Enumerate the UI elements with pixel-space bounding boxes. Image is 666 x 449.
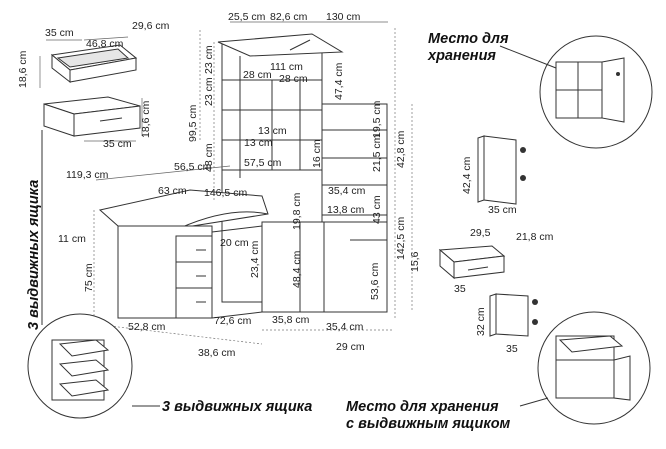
dim-42-4: 42,4 cm	[461, 156, 473, 194]
desk-body	[98, 33, 388, 319]
dim-20: 20 cm	[220, 237, 249, 249]
dim-130: 130 cm	[326, 11, 361, 23]
dim-56-5: 56,5 cm	[174, 161, 212, 173]
dim-11: 11 cm	[58, 233, 86, 245]
storage-label-line1: Место для	[428, 31, 509, 47]
dim-18-6-b: 18,6 cm	[140, 100, 152, 138]
dim-111: 111 cm	[270, 61, 303, 73]
small-drawer	[438, 245, 506, 280]
dim-35-mid: 35 cm	[103, 138, 132, 150]
dim-53-6: 53,6 cm	[369, 262, 381, 300]
drawer-box-top	[50, 44, 138, 84]
dim-142-5: 142,5 cm	[395, 217, 407, 260]
dim-21-8: 21,8 cm	[516, 231, 554, 243]
door-panel	[477, 135, 526, 205]
storage-with-drawer-label-line1: Место для хранения	[346, 399, 499, 415]
storage-with-drawer-callout	[537, 311, 651, 425]
dim-29-5: 29,5	[470, 227, 491, 239]
dim-38-6: 38,6 cm	[198, 347, 236, 359]
dim-35-top: 35 cm	[45, 27, 74, 39]
dim-28-a: 28 cm	[243, 69, 272, 81]
dim-35-door: 35 cm	[488, 204, 517, 216]
dim-29: 29 cm	[336, 341, 365, 353]
dim-35-bottom: 35	[506, 343, 518, 355]
small-door-panel	[489, 293, 538, 337]
dim-35-4-b: 35,4 cm	[326, 321, 364, 333]
three-drawers-callout	[27, 313, 133, 419]
dim-47-4: 47,4 cm	[333, 62, 345, 100]
storage-with-drawer-label-line2: с выдвижным ящиком	[346, 416, 511, 432]
dim-29-6: 29,6 cm	[132, 20, 170, 32]
dim-35-8: 35,8 cm	[272, 314, 310, 326]
dim-119-3: 119,3 cm	[66, 169, 109, 181]
three-drawers-label: 3 выдвижных ящика	[162, 399, 312, 415]
dim-23-b: 23 cm	[203, 77, 215, 106]
storage-callout-top	[539, 35, 653, 149]
dim-19-8: 19,8 cm	[291, 192, 303, 230]
dim-75: 75 cm	[83, 263, 95, 292]
dim-63: 63 cm	[158, 185, 187, 197]
dim-52-8: 52,8 cm	[128, 321, 166, 333]
dim-25-5: 25,5 cm	[228, 11, 266, 23]
dim-48: 48 cm	[203, 143, 215, 172]
dim-43: 43 cm	[371, 195, 383, 224]
dim-13-8: 13,8 cm	[327, 204, 365, 216]
dim-57-5: 57,5 cm	[244, 157, 282, 169]
dim-46-8: 46,8 cm	[86, 38, 124, 50]
dim-13-b: 13 cm	[244, 137, 273, 149]
dim-18-6-a: 18,6 cm	[17, 50, 29, 88]
dim-35-4-a: 35,4 cm	[328, 185, 366, 197]
dim-146-5: 146,5 cm	[204, 187, 247, 199]
dim-82-6: 82,6 cm	[270, 11, 308, 23]
dim-35-drawer: 35	[454, 283, 466, 295]
dim-19-5: 19,5 cm	[371, 100, 383, 138]
storage-label-line2: хранения	[427, 48, 496, 64]
drawer-box-mid	[43, 96, 141, 137]
dim-21-5: 21,5 cm	[371, 134, 383, 172]
dim-15-6: 15,6	[409, 251, 421, 272]
dim-28-b: 28 cm	[279, 73, 308, 85]
dim-72-6: 72,6 cm	[214, 315, 252, 327]
dim-32: 32 cm	[475, 307, 487, 336]
dim-42-8: 42,8 cm	[395, 130, 407, 168]
dim-23-4: 23,4 cm	[249, 240, 261, 278]
dim-99-5: 99,5 cm	[187, 104, 199, 142]
dim-48-4: 48,4 cm	[291, 250, 303, 288]
dim-13-a: 13 cm	[258, 125, 287, 137]
dim-16: 16 cm	[311, 139, 323, 168]
three-drawers-vertical-label: 3 выдвижных ящика	[26, 180, 42, 330]
dim-23-a: 23 cm	[203, 45, 215, 74]
